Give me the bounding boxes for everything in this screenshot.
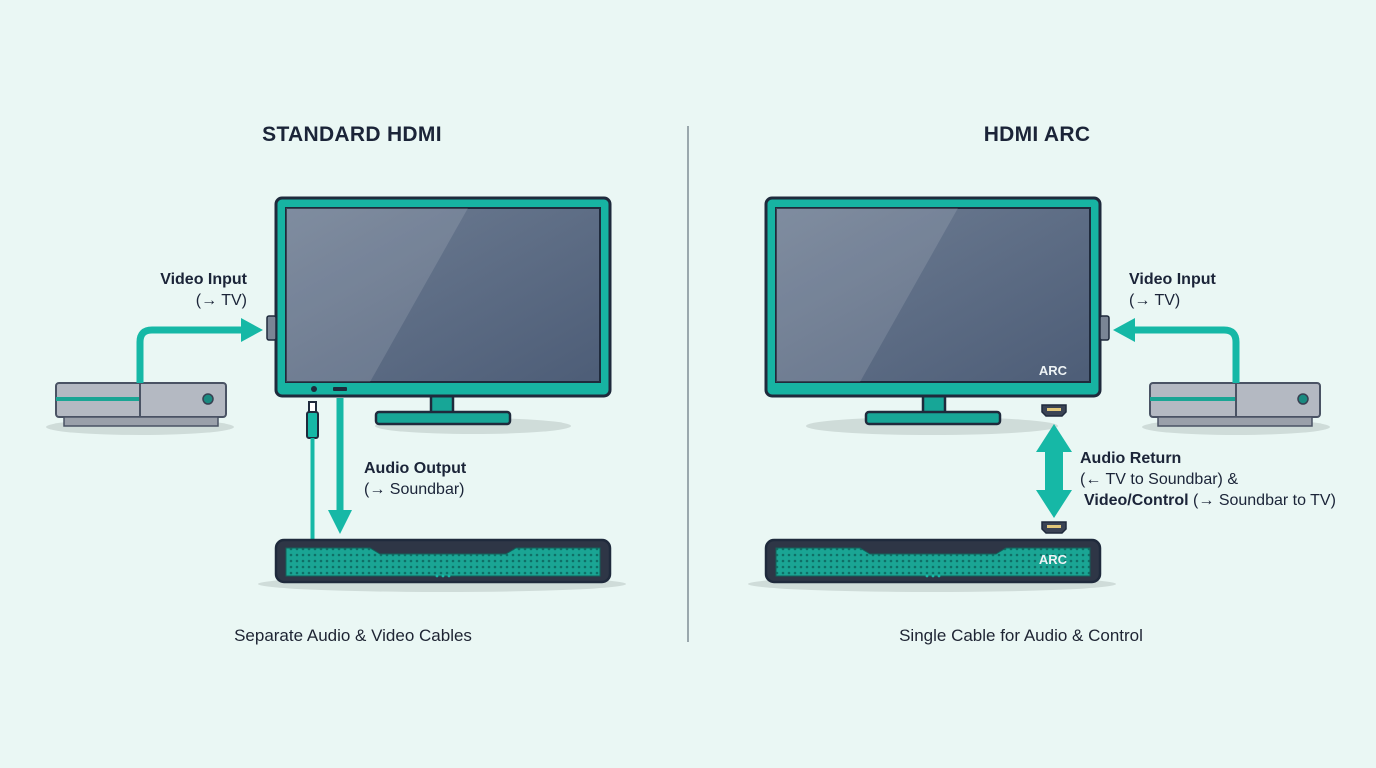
audio-output-label: Audio Output (→ Soundbar) [364, 458, 466, 500]
left-audio-cable [306, 401, 319, 540]
audio-return-title: Audio Return [1080, 450, 1182, 467]
audio-return-line3-rest: (→ Soundbar to TV) [1188, 492, 1336, 509]
left-soundbar [258, 538, 626, 592]
left-panel-title: STANDARD HDMI [262, 123, 442, 146]
audio-return-label: Audio Return (← TV to Soundbar) & Video/… [1080, 448, 1336, 511]
left-video-input-label: Video Input (→ TV) [160, 269, 247, 311]
right-video-input-detail: (→ TV) [1129, 292, 1181, 309]
left-video-input-title: Video Input [160, 271, 247, 288]
audio-output-detail: (→ Soundbar) [364, 481, 465, 498]
right-soundbar: ARC [748, 538, 1116, 592]
left-video-input-detail: (→ TV) [195, 292, 247, 309]
right-video-input-title: Video Input [1129, 271, 1216, 288]
left-game-console [46, 382, 234, 435]
left-tv [266, 196, 612, 434]
right-video-input-arrow [1132, 326, 1240, 383]
left-video-input-arrow [136, 326, 244, 383]
audio-return-bidirectional-arrow [1036, 424, 1072, 518]
audio-return-line2: (← TV to Soundbar) & [1080, 471, 1238, 488]
soundbar-arc-tag: ARC [1039, 552, 1068, 567]
right-video-input-label: Video Input (→ TV) [1129, 269, 1216, 311]
right-panel-title: HDMI ARC [983, 123, 1091, 146]
audio-return-line3-bold: Video/Control [1084, 492, 1189, 509]
tv-arc-tag: ARC [1039, 363, 1068, 378]
left-panel-caption: Separate Audio & Video Cables [234, 626, 472, 645]
arc-hdmi-ports [1041, 404, 1067, 534]
audio-output-title: Audio Output [364, 460, 467, 477]
right-tv: ARC [764, 196, 1110, 435]
right-panel-caption: Single Cable for Audio & Control [899, 626, 1143, 645]
right-game-console [1142, 382, 1330, 435]
